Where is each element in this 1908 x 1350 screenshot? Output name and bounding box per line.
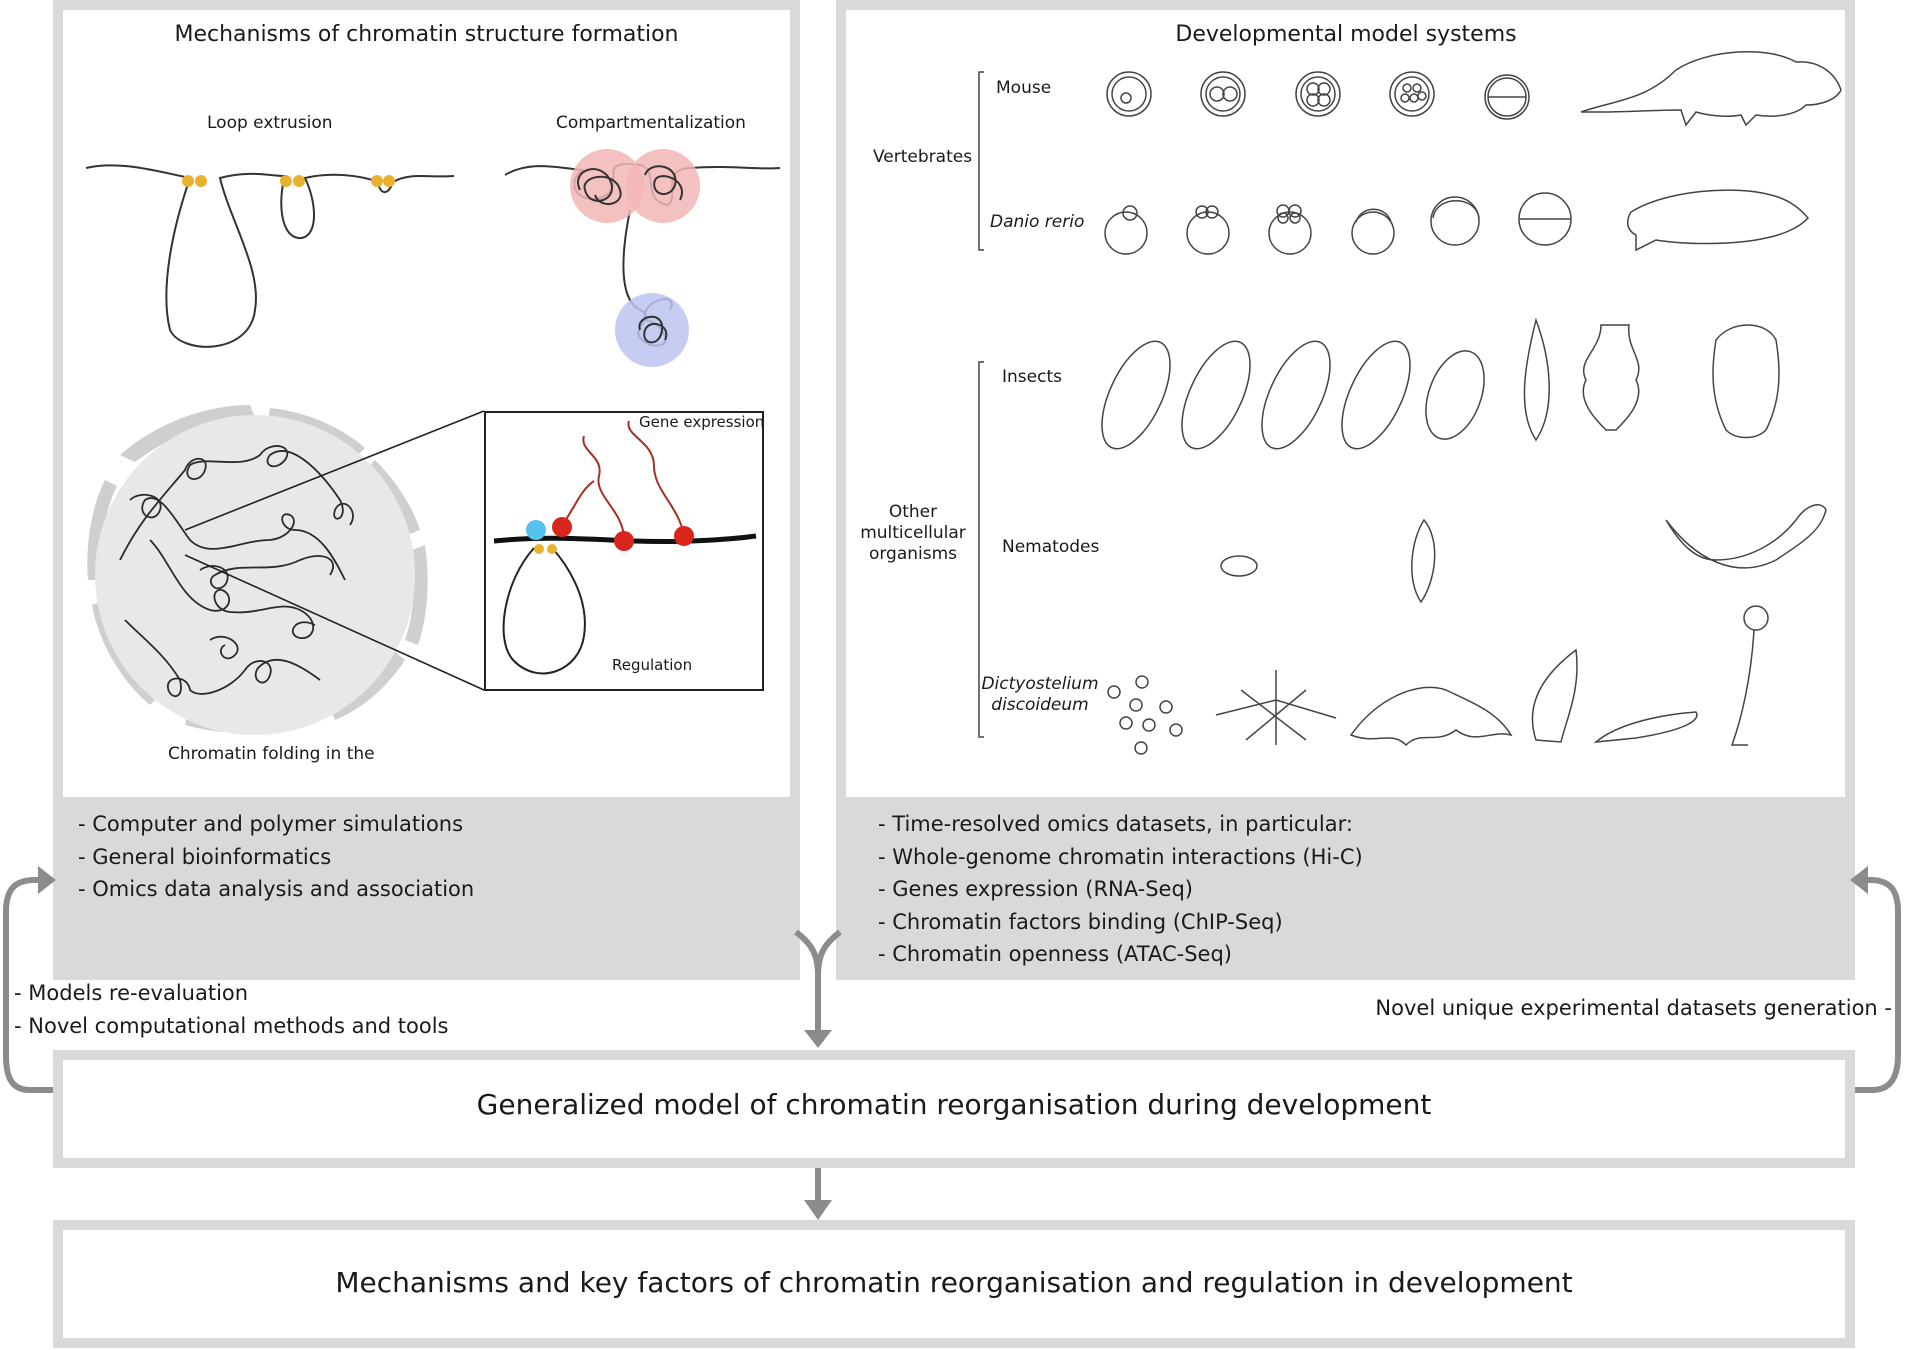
compartment-a-domain xyxy=(570,149,644,223)
feedback-left-arrowhead xyxy=(38,866,56,894)
feedback-right-arrow xyxy=(1852,877,1901,1093)
mechanisms-panel-title: Mechanisms of chromatin structure format… xyxy=(174,22,679,47)
insects-label: Insects xyxy=(1002,367,1062,387)
red-factor xyxy=(674,526,694,546)
merge-arrow-left xyxy=(794,929,821,976)
red-factor xyxy=(614,531,634,551)
fly-icon xyxy=(1712,324,1780,439)
datasets-list: Time-resolved omics datasets, in particu… xyxy=(878,808,1363,971)
insect-embryo-series xyxy=(1101,317,1640,450)
compartment-b-domain xyxy=(615,293,689,367)
generalized-model-text: Generalized model of chromatin reorganis… xyxy=(476,1088,1432,1121)
blue-factor xyxy=(526,520,546,540)
cohesin-ring xyxy=(280,175,292,187)
method-item: Omics data analysis and association xyxy=(78,873,474,906)
compartment-a-domain xyxy=(626,149,700,223)
transcript xyxy=(627,420,685,537)
mechanisms-factors-text: Mechanisms and key factors of chromatin … xyxy=(335,1266,1573,1299)
regulation-inset-illustration xyxy=(493,420,757,675)
mechanisms-factors-box xyxy=(53,1220,1855,1348)
feedback-right-arrowhead xyxy=(1850,866,1868,894)
dataset-item: Whole-genome chromatin interactions (Hi-… xyxy=(878,841,1362,874)
other-organisms-bracket xyxy=(978,361,984,738)
feedback-right-text: Novel unique experimental datasets gener… xyxy=(1375,996,1892,1020)
model-systems-panel-title: Developmental model systems xyxy=(1175,22,1517,47)
feedback-item: Models re-evaluation xyxy=(14,977,448,1010)
model-organisms-illustration xyxy=(978,50,1842,755)
cohesin-ring xyxy=(293,175,305,187)
cohesin-ring xyxy=(547,544,557,554)
compartmentalization-label: Compartmentalization xyxy=(556,113,746,133)
cohesin-ring xyxy=(371,175,383,187)
other-organisms-label: Other multicellular organisms xyxy=(860,502,966,564)
feedback-left-arrow xyxy=(2,877,55,1093)
nematode-egg xyxy=(1220,555,1258,577)
method-item: General bioinformatics xyxy=(78,841,474,874)
zoom-line xyxy=(184,410,485,531)
nucleus-body xyxy=(95,415,415,735)
gene-expression-label: Gene expression xyxy=(639,413,765,431)
nematode-embryo xyxy=(1411,518,1436,604)
down-arrow-2-head xyxy=(804,1200,832,1220)
feedback-item: Novel computational methods and tools xyxy=(14,1010,448,1043)
mouse-icon xyxy=(1580,50,1842,127)
danio-label: Danio rerio xyxy=(990,212,1085,232)
dataset-item: Genes expression (RNA-Seq) xyxy=(878,873,1363,906)
dataset-item: Time-resolved omics datasets, in particu… xyxy=(878,808,1363,841)
regulation-label: Regulation xyxy=(612,656,693,674)
vertebrates-bracket xyxy=(978,71,984,251)
chromatin-mechanisms-illustration xyxy=(85,149,781,735)
dataset-item: Chromatin factors binding (ChIP-Seq) xyxy=(878,906,1363,939)
nematodes-label: Nematodes xyxy=(1002,537,1100,557)
zebrafish-embryo-series xyxy=(1104,192,1572,255)
mouse-embryo-series xyxy=(1106,71,1530,120)
cohesin-ring xyxy=(383,175,395,187)
dataset-item: Chromatin openness (ATAC-Seq) xyxy=(878,938,1363,971)
nucleus-label: Chromatin folding in the xyxy=(168,744,375,764)
feedback-left-list: Models re-evaluation Novel computational… xyxy=(14,977,448,1042)
down-arrow-head xyxy=(804,1030,832,1048)
merge-arrow-right xyxy=(815,929,842,976)
cohesin-ring xyxy=(195,175,207,187)
red-factor xyxy=(552,517,572,537)
cohesin-ring xyxy=(534,544,544,554)
vertebrates-label: Vertebrates xyxy=(873,147,973,167)
nematode-icon xyxy=(1665,504,1827,569)
zebrafish-icon xyxy=(1626,189,1809,252)
dicty-aggregation-series xyxy=(1107,605,1769,755)
generalized-model-box xyxy=(53,1050,1855,1168)
cohesin-ring xyxy=(182,175,194,187)
transcript xyxy=(582,435,625,540)
mouse-label: Mouse xyxy=(996,78,1052,98)
methods-list: Computer and polymer simulations General… xyxy=(78,808,474,906)
zoom-line xyxy=(184,554,485,691)
dicty-label: Dictyostelium discoideum xyxy=(981,674,1099,715)
method-item: Computer and polymer simulations xyxy=(78,808,474,841)
loop-extrusion-label: Loop extrusion xyxy=(207,113,333,133)
